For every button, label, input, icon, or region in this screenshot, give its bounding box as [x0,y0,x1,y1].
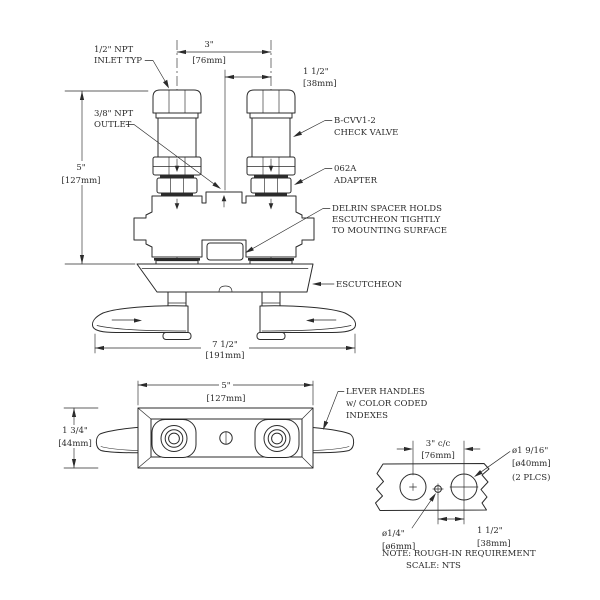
escutcheon-label: ESCUTCHEON [312,280,402,290]
handle-hub-right [254,419,300,458]
check-valve-right [246,89,296,196]
outlet-label-line1: 3/8" NPT [94,109,133,119]
adapter-label-line1: 062A [334,164,357,174]
adapter-label-line2: ADAPTER [333,176,378,186]
dim-plate-height-value: 1 3/4" [62,426,88,436]
center-screw [219,431,233,445]
dim-1half-metric: [38mm] [303,79,337,89]
large-hole-line2: [ø40mm] [512,459,551,469]
adapter-label: 062A ADAPTER [294,164,378,186]
lever-handles-label: LEVER HANDLES w/ COLOR CODED INDEXES [323,387,428,430]
rough-in-note: NOTE: ROUGH-IN REQUIREMENT SCALE: NTS [382,549,536,571]
hole-small-center [432,483,444,495]
small-hole-label: ø1/4" [ø6mm] [382,493,436,552]
dim-offset-value: 1 1/2" [477,526,503,536]
large-hole-label: ø1 9/16" [ø40mm] (2 PLCS) [474,446,551,483]
dim-plate-width-value: 5" [221,381,230,391]
handle-stems [167,291,281,308]
inlet-label-line2: INLET TYP [94,56,142,66]
dim-plate-height-metric: [44mm] [58,439,92,449]
inlet-label-line1: 1/2" NPT [94,45,133,55]
dim-7half-value: 7 1/2" [212,340,238,350]
dim-rough-cc-value: 3" c/c [426,439,451,449]
delrin-label-line3: TO MOUNTING SURFACE [332,226,447,236]
side-view-assembly: 3" [76mm] 1 1/2" [38mm] 5" [127mm] [62,40,447,361]
delrin-label-line2: ESCUTCHEON TIGHTLY [332,215,441,225]
dim-5in-height: 5" [127mm] [62,90,149,265]
inlet-label: 1/2" NPT INLET TYP [94,45,169,89]
index-arrow-right [306,318,314,323]
dim-3in-cc: 3" [76mm] [176,40,272,66]
delrin-spacer-label: DELRIN SPACER HOLDS ESCUTCHEON TIGHTLY T… [245,204,447,253]
check-valve-left [152,89,202,196]
lever-label-line3: INDEXES [346,411,388,421]
check-valve-label-line1: B-CVV1-2 [334,116,376,126]
outlet-label-line2: OUTLET [94,120,132,130]
front-view-assembly: 5" [127mm] [57,379,428,469]
check-valve-label-line2: CHECK VALVE [334,128,398,138]
index-arrow-left [134,318,142,323]
large-hole-line3: (2 PLCS) [512,472,550,483]
lever-label-line1: LEVER HANDLES [346,387,425,397]
dim-1half-top: 1 1/2" [38mm] [224,67,337,89]
lever-handle-right-top [256,305,356,340]
delrin-label-line1: DELRIN SPACER HOLDS [332,204,442,214]
small-hole-line1: ø1/4" [382,529,405,539]
dim-offset-metric: [38mm] [477,539,511,549]
note-line2: SCALE: NTS [406,561,461,571]
large-hole-line1: ø1 9/16" [512,446,548,456]
dim-3in-metric: [76mm] [192,56,226,66]
handle-hub-left [151,419,197,458]
manifold-body [133,191,315,265]
small-hole-line2: [ø6mm] [382,542,415,552]
adapter-left [156,177,198,194]
dim-rough-cc-metric: [76mm] [421,451,455,461]
delrin-spacer-block [206,242,244,261]
dim-1half-value: 1 1/2" [303,67,329,77]
dim-7half-metric: [191mm] [206,351,245,361]
lever-handle-left-top [92,305,192,340]
adapter-right [250,177,292,194]
dim-1half-rough-offset: 1 1/2" [38mm] [437,494,511,549]
dim-5in-plate-width: 5" [127mm] [137,379,314,406]
outlet-label: 3/8" NPT OUTLET [94,109,221,189]
flow-arrow-up-outlet [221,195,227,202]
dim-3in-rough-cc: 3" c/c [76mm] [396,439,481,476]
dim-5in-value: 5" [76,163,85,173]
hole-large-right [449,473,479,501]
dim-5in-metric: [127mm] [62,176,101,186]
dim-plate-width-metric: [127mm] [207,394,246,404]
flow-arrow-down-right [268,165,274,172]
escutcheon-shape [136,263,314,293]
lever-label-line2: w/ COLOR CODED [346,399,428,409]
dim-3in-value: 3" [204,40,213,50]
check-valve-label: B-CVV1-2 CHECK VALVE [293,116,398,138]
note-line1: NOTE: ROUGH-IN REQUIREMENT [382,549,536,559]
flow-arrow-down-left [174,165,180,172]
mounting-surface-break [375,463,490,511]
dim-1-3-4-plate-height: 1 3/4" [44mm] [57,407,99,469]
escutcheon-label-text: ESCUTCHEON [336,280,402,290]
dim-7half-overall: 7 1/2" [191mm] [94,333,356,361]
rough-in-detail: 3" c/c [76mm] ø1 9/16" [ø40mm] (2 PLCS) … [375,439,551,571]
